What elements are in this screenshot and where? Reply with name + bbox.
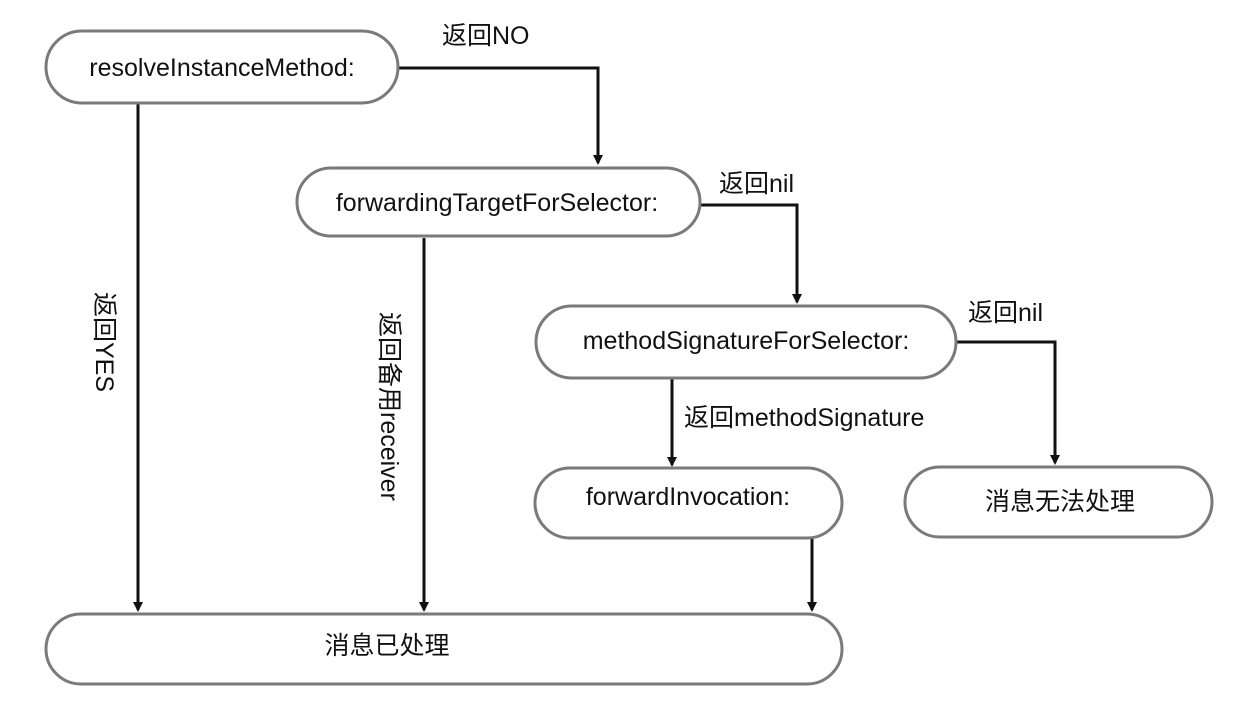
edge-forwarding-to-signature [700,203,802,304]
node-signature-label: methodSignatureForSelector: [583,327,910,355]
node-forwarding-box [295,166,702,238]
label-forwarding-nil: 返回nil [719,170,794,198]
node-resolve-box [44,29,400,105]
node-forward-invocation: forwardInvocation: [533,466,844,540]
node-handled-label: 消息已处理 [324,632,449,660]
label-signature-returned: 返回methodSignature [684,404,924,432]
edge-signature-to-unhandled [956,340,1060,465]
label-signature-nil: 返回nil [968,299,1043,327]
label-resolve-yes: 返回YES [90,292,118,392]
edges [133,66,1060,612]
label-forwarding-receiver: 返回备用receiver [375,312,403,501]
node-signature-box [534,304,958,380]
node-method-signature: methodSignatureForSelector: [534,304,958,380]
node-invocation-label: forwardInvocation: [586,483,790,511]
node-resolve-instance-method: resolveInstanceMethod: [44,29,400,105]
edge-labels: 返回NO 返回nil 返回nil 返回methodSignature 返回YES… [90,22,1043,501]
node-resolve-label: resolveInstanceMethod: [89,54,354,82]
node-unhandled: 消息无法处理 [903,465,1214,539]
label-resolve-no: 返回NO [442,22,530,50]
node-unhandled-box [903,465,1214,539]
edge-resolve-to-forwarding [398,66,603,165]
node-unhandled-label: 消息无法处理 [985,488,1135,516]
node-forwarding-label: forwardingTargetForSelector: [336,189,658,217]
node-invocation-box [533,466,844,540]
node-handled-box [44,612,844,686]
node-handled: 消息已处理 [44,612,844,686]
node-forwarding-target: forwardingTargetForSelector: [295,166,702,238]
